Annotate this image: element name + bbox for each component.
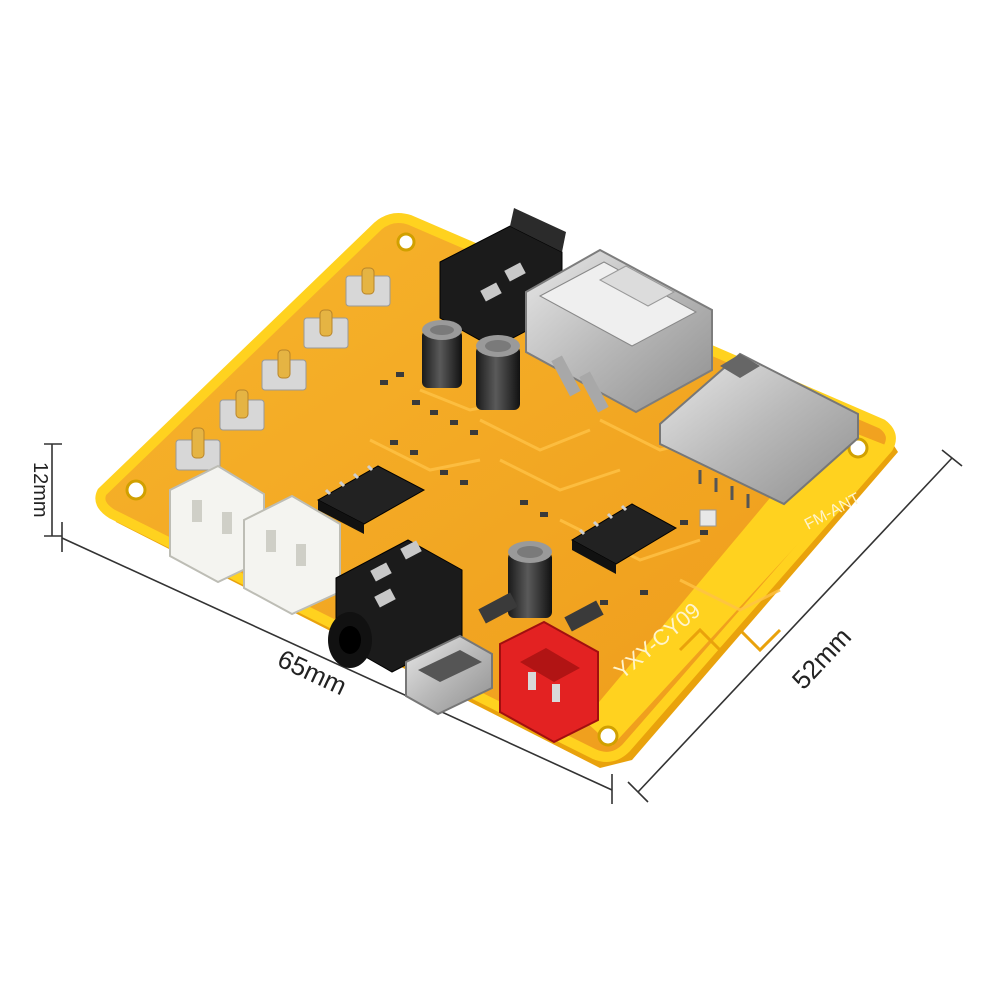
white-jst-connectors — [169, 464, 341, 616]
audio-jack-bottom — [328, 539, 463, 673]
smd-components — [380, 372, 717, 632]
capacitor-1 — [422, 320, 462, 388]
dimension-lines — [44, 443, 963, 804]
usb-a-port — [525, 248, 713, 414]
button-1 — [345, 267, 391, 307]
ic-amplifier — [316, 464, 426, 534]
red-power-connector — [499, 620, 599, 744]
button-4 — [219, 389, 265, 431]
button-5 — [175, 427, 221, 471]
ic-decoder — [570, 503, 678, 574]
capacitors — [422, 320, 552, 618]
height-dimension-label: 12mm — [29, 462, 51, 518]
width-dimension-label: 52mm — [786, 622, 857, 695]
tactile-buttons — [175, 267, 391, 471]
micro-usb-port — [405, 634, 493, 716]
ic-chips — [316, 464, 678, 574]
capacitor-3 — [508, 541, 552, 618]
capacitor-2 — [476, 335, 520, 410]
button-2 — [303, 309, 349, 349]
button-3 — [261, 349, 307, 391]
microsd-slot — [659, 352, 859, 508]
mounting-holes — [125, 232, 869, 747]
